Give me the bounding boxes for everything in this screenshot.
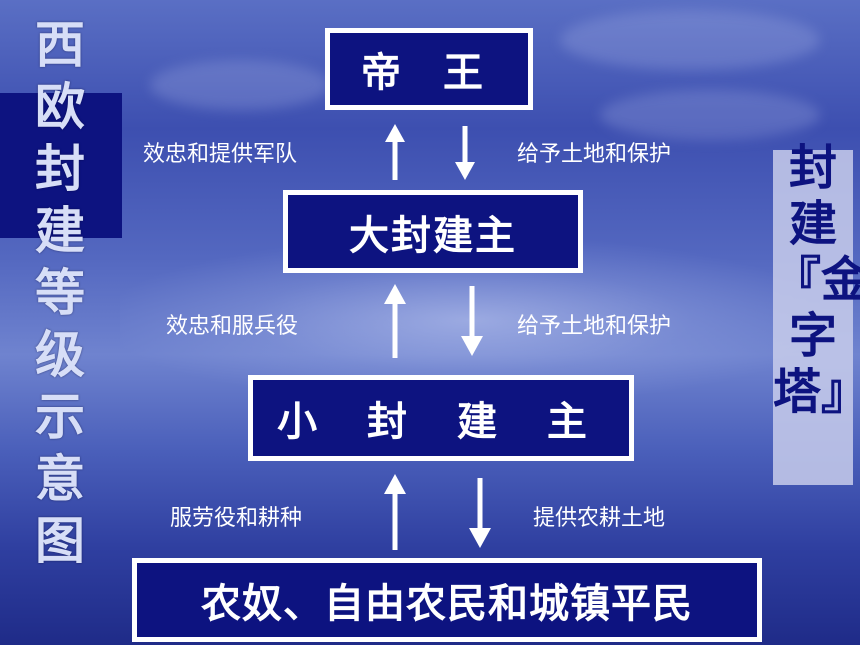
background-cloud	[600, 90, 820, 140]
down-arrow	[461, 286, 483, 356]
relation-up-label: 效忠和服兵役	[166, 314, 299, 339]
left-title-background	[0, 93, 122, 238]
down-arrow	[469, 478, 491, 548]
relation-down-label: 提供农耕土地	[533, 506, 666, 531]
up-arrow	[385, 124, 405, 180]
left-title: 西欧封建等级示意图	[35, 16, 85, 570]
relation-up-label: 服劳役和耕种	[170, 506, 303, 531]
relation-down-label: 给予土地和保护	[517, 142, 672, 167]
right-title: 封建『金字塔』	[773, 140, 860, 420]
level-great-lord-box: 大封建主	[283, 190, 583, 273]
relation-up-label: 效忠和提供军队	[143, 142, 298, 167]
level-emperor-box: 帝 王	[325, 28, 533, 110]
level-small-lord-box: 小 封 建 主	[248, 375, 634, 461]
up-arrow	[384, 284, 406, 358]
level-commoners-box: 农奴、自由农民和城镇平民	[132, 558, 762, 642]
down-arrow	[455, 126, 475, 180]
right-title-background	[773, 150, 853, 485]
background-cloud	[150, 60, 330, 110]
relation-down-label: 给予土地和保护	[517, 314, 672, 339]
up-arrow	[384, 474, 406, 550]
background-cloud	[560, 10, 820, 70]
